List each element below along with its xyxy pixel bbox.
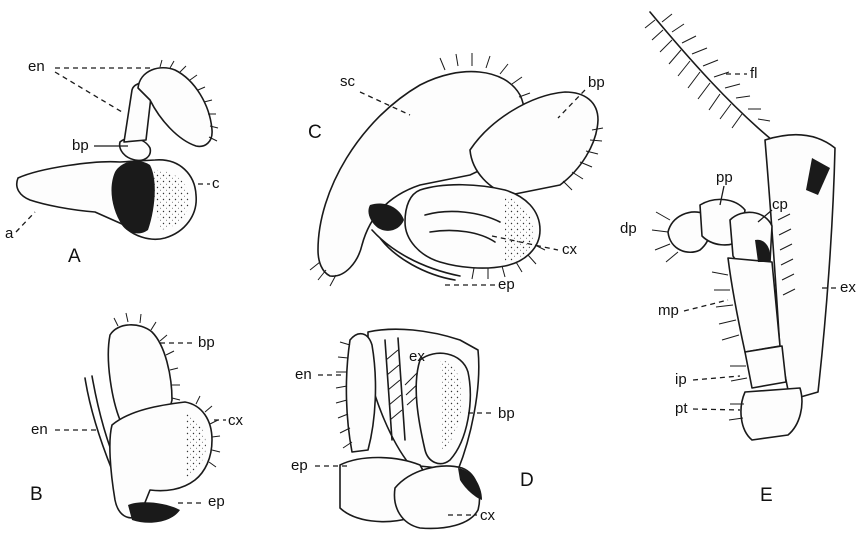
label-b-ep: ep (208, 493, 225, 510)
panel-e-letter: E (760, 485, 773, 506)
panel-b-letter: B (30, 484, 43, 505)
panel-b-epipod (128, 502, 180, 522)
label-c-cx: cx (562, 241, 578, 258)
leader-e-pt (693, 409, 740, 410)
label-b-bp: bp (198, 334, 215, 351)
label-e-pt: pt (675, 400, 688, 417)
panel-c-letter: C (308, 122, 322, 143)
label-e-pp: pp (716, 169, 733, 186)
label-b-en: en (31, 421, 48, 438)
panel-e-meropod (728, 258, 780, 352)
label-c-sc: sc (340, 73, 356, 90)
panel-c: sc bp cx ep C (308, 53, 605, 293)
leader-e-mp (684, 300, 728, 311)
label-e-mp: mp (658, 302, 679, 319)
label-a-c: c (212, 175, 220, 192)
label-d-cx: cx (480, 507, 496, 524)
panel-c-joint (368, 203, 404, 230)
panel-b: bp en cx ep B (30, 313, 244, 523)
label-a-bp: bp (72, 137, 89, 154)
label-c-bp: bp (588, 74, 605, 91)
panel-e-protopod (741, 388, 802, 440)
label-e-fl: fl (750, 65, 758, 82)
panel-a-letter: A (68, 246, 81, 267)
label-d-ep: ep (291, 457, 308, 474)
label-b-cx: cx (228, 412, 244, 429)
label-e-dp: dp (620, 220, 637, 237)
panel-e-ischiopod (745, 346, 786, 388)
label-d-en: en (295, 366, 312, 383)
label-d-bp: bp (498, 405, 515, 422)
leader-a-en-2 (55, 72, 122, 112)
panel-e: fl pp cp dp mp ex ip pt E (620, 12, 856, 506)
label-c-ep: ep (498, 276, 515, 293)
label-e-ip: ip (675, 371, 687, 388)
panel-d-endopod (346, 334, 375, 452)
label-e-ex: ex (840, 279, 856, 296)
panel-a: en bp c a A (5, 58, 220, 267)
label-e-cp: cp (772, 196, 788, 213)
panel-d: en ex bp ep cx D (291, 329, 534, 528)
leader-a-a (16, 212, 35, 232)
leader-e-ip (693, 376, 740, 380)
label-a-en: en (28, 58, 45, 75)
panel-d-letter: D (520, 470, 534, 491)
label-d-ex: ex (409, 348, 425, 365)
label-a-a: a (5, 225, 14, 242)
